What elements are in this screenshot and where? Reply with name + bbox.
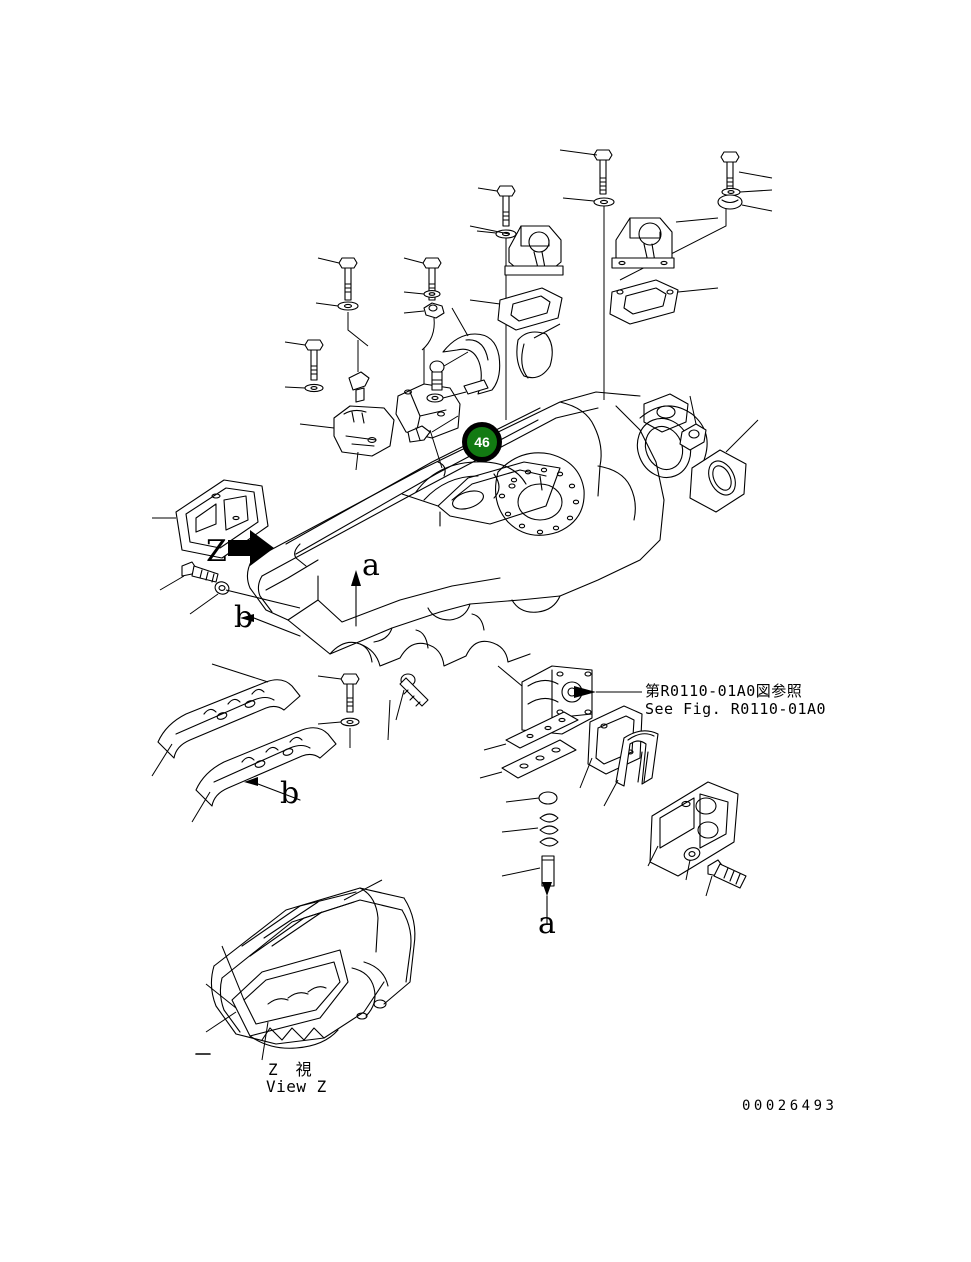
spring-pin-column [501, 791, 559, 887]
washer-small-center [426, 391, 467, 403]
arrow-b1 [240, 614, 301, 637]
callout-b-lower: b [280, 776, 299, 811]
left-end-cover [152, 479, 301, 615]
bolt-small-center [429, 351, 469, 391]
reference-note-japanese: 第R0110-01A0図参照 [645, 682, 803, 700]
callout-b-upper-label: b [234, 600, 254, 635]
callout-arrows [228, 530, 552, 925]
bolt-left-cover [159, 561, 219, 591]
bolt-lower-c2 [395, 673, 429, 721]
shim-strip-1 [483, 711, 579, 751]
roller-drum-center [516, 323, 561, 379]
bolt-upper-l1 [317, 257, 358, 301]
washer-upper-l1 [315, 301, 359, 311]
mount-bracket-ur [611, 217, 719, 269]
highlight-marker-label: 46 [474, 434, 490, 450]
guide-rail-lower [191, 727, 337, 823]
cover-assembly-right [647, 781, 739, 877]
arrow-a2 [542, 882, 552, 925]
washer-upper-l2 [284, 383, 324, 393]
callout-a-lower: a [538, 906, 556, 941]
callout-a-lower-label: a [538, 906, 556, 941]
gasket-plate-center [469, 287, 563, 331]
adjuster-block [497, 665, 593, 735]
guide-rail-upper [151, 663, 301, 777]
washer-upper-c1 [562, 197, 615, 207]
plug-cap-upper-r [717, 194, 773, 212]
upper-fastener-bank [284, 149, 773, 420]
lower-center-fasteners [317, 673, 429, 748]
frame-boss-small-right [643, 393, 689, 433]
bushing-sleeve-right [689, 419, 759, 513]
shim-strip-2 [479, 739, 577, 779]
arrow-z-bold [228, 530, 274, 566]
top-cover-plate [401, 461, 561, 527]
gasket-plate-ur [609, 279, 719, 325]
guide-rail-parts [151, 663, 337, 823]
washer-lower-right [683, 847, 701, 881]
callout-b-lower-label: b [280, 776, 300, 811]
callout-b-upper: b [234, 600, 253, 635]
guide-bracket-right [395, 348, 461, 469]
highlight-marker-46[interactable]: 46 [462, 422, 502, 462]
view-label-japanese: Z 視 [268, 1060, 313, 1079]
bolt-upper-r1 [720, 151, 773, 193]
washer-upper-r1 [721, 187, 773, 197]
reference-note-english: See Fig. R0110-01A0 [645, 700, 827, 718]
bolt-upper-l2 [284, 339, 324, 381]
plug-small-right [679, 395, 707, 451]
bolt-lower-right [705, 859, 747, 897]
main-track-frame [246, 391, 759, 667]
callout-z: Z [206, 534, 227, 569]
drawing-number: 00026493 [742, 1098, 838, 1114]
bolt-upper-c1 [559, 149, 613, 195]
bolt-upper-c2 [477, 185, 516, 227]
callout-z-label: Z [206, 534, 227, 569]
bent-clip [603, 730, 659, 807]
nut-upper-m1 [403, 302, 445, 319]
pin-clip-center [407, 415, 459, 443]
center-left-small-parts [299, 340, 469, 471]
washer-upper-m1 [403, 290, 441, 298]
arrow-a1 [351, 570, 361, 627]
view-z-detail [195, 879, 416, 1061]
callout-a-upper-label: a [362, 548, 380, 583]
view-label-english: View Z [266, 1077, 327, 1096]
washer-left-cover [189, 581, 230, 615]
washer-lower-c [317, 717, 360, 727]
arrow-b2 [244, 777, 301, 801]
guide-bracket-left [299, 405, 395, 471]
bolt-lower-c [317, 673, 360, 713]
grease-fitting [348, 340, 370, 403]
shim-and-cover-parts [479, 665, 747, 897]
mount-bracket-center [469, 225, 564, 276]
guard-shield-center [442, 307, 501, 395]
callout-a-upper: a [362, 548, 380, 583]
